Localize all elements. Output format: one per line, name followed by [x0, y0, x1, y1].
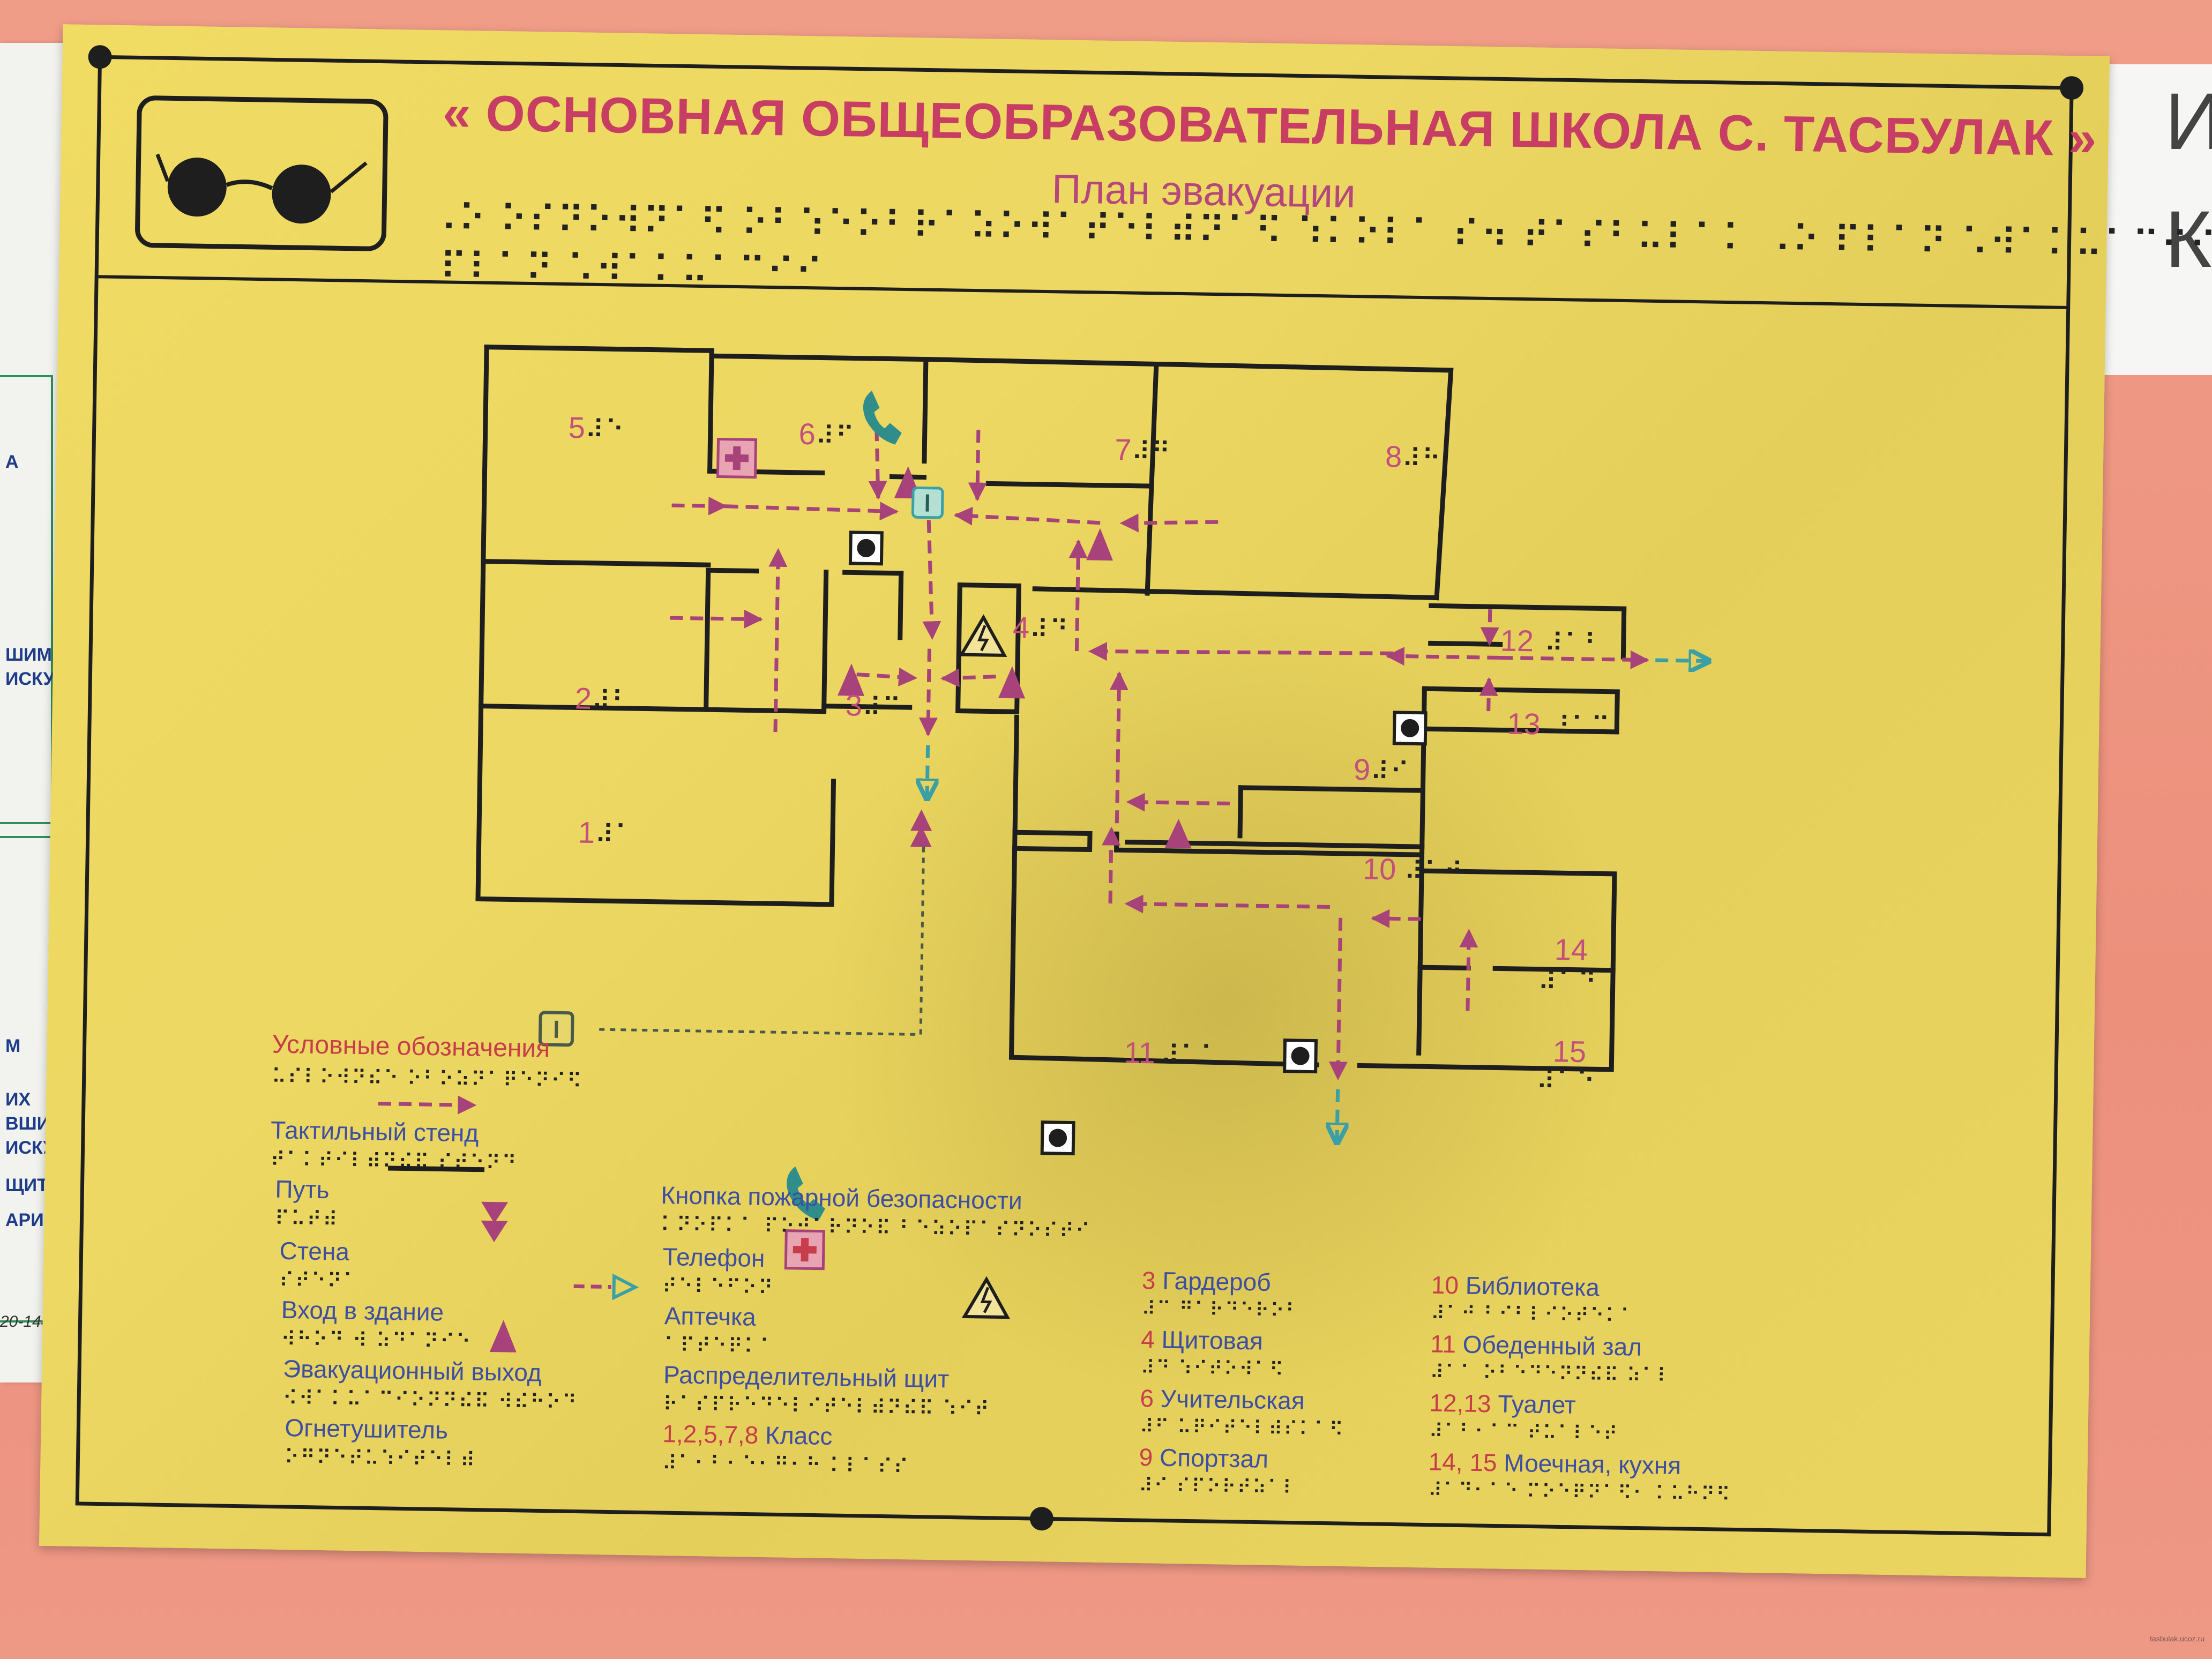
legend-heading-braille: ⠥⠎⠇⠕⠺⠝⠮⠑ ⠕⠃⠕⠵⠝⠁⠟⠑⠝⠊⠫	[271, 1064, 583, 1093]
room-list-braille: ⠼⠁⠚ ⠃⠊⠃⠇⠊⠕⠞⠑⠅⠁	[1430, 1302, 1636, 1328]
fire-button-icon	[848, 530, 1428, 1074]
mount-screw	[2060, 76, 2084, 100]
walls	[475, 345, 1627, 1072]
room-label: 1⠼⠁	[578, 815, 635, 850]
mount-screw	[1029, 1507, 1053, 1531]
room-label: 7⠼⠛	[1114, 432, 1172, 467]
legend-label-evacuation-exit: Эвакуационный выход	[282, 1354, 542, 1387]
legend-path-arrow-icon	[378, 1095, 477, 1115]
room-list-braille: ⠼⠁⠁ ⠕⠃⠑⠙⠑⠝⠝⠮⠯ ⠵⠁⠇	[1430, 1361, 1673, 1387]
room-list-item: 4 Щитовая	[1140, 1325, 1264, 1355]
left-paper-fragment: ИСКУ	[5, 669, 55, 689]
legend-label-path: Путь	[275, 1175, 330, 1204]
left-paper-fragment: ШИМ	[5, 645, 52, 665]
room-list-braille: ⠼⠙ ⠱⠊⠞⠕⠺⠁⠫	[1140, 1357, 1285, 1381]
legend-label-fire-button: Кнопка пожарной безопасности	[660, 1180, 1023, 1215]
legend-label-entrance: Вход в здание	[281, 1295, 444, 1326]
legend-electric-panel-icon	[961, 1276, 1010, 1319]
legend-label-electric-panel: Распределительный щит	[663, 1361, 950, 1393]
room-label: 14	[1554, 932, 1588, 967]
legend-label-wall: Стена	[279, 1236, 350, 1266]
evacuation-path	[670, 428, 1649, 1081]
legend-label-phone: Телефон	[662, 1243, 765, 1273]
left-paper-green-box	[0, 375, 53, 824]
room-label: 4⠼⠙	[1012, 610, 1070, 645]
evacuation-exits	[922, 649, 1709, 1149]
room-label: 8⠼⠓	[1385, 439, 1443, 474]
evacuation-plan-plaque: « ОСНОВНАЯ ОБЩЕОБРАЗОВАТЕЛЬНАЯ ШКОЛА С. …	[39, 24, 2212, 1578]
room-list-item: 9 Спортзал	[1139, 1443, 1269, 1473]
legend-heading: Условные обозначения	[272, 1030, 550, 1063]
watermark: tasbulak.ucoz.ru	[2150, 1634, 2204, 1643]
room-list-item: 11 Обеденный зал	[1430, 1329, 1642, 1361]
entrance-icon	[910, 809, 932, 847]
legend-fire-button-icon	[1040, 1120, 1075, 1156]
title-braille: ⠏⠇⠁⠝ ⠡⠺⠁⠅⠥⠁⠉⠊⠊	[439, 244, 824, 295]
extinguisher-icon	[838, 466, 1192, 849]
legend-braille: ⠼⠁⠂⠃⠂⠑⠂⠛⠂⠓ ⠅⠇⠁⠎⠎	[662, 1451, 910, 1479]
room-braille: ⠼⠁⠙	[1537, 966, 1598, 998]
room-list-item: 12,13 Туалет	[1429, 1388, 1576, 1419]
room-label: 12⠼⠁⠃	[1500, 623, 1604, 659]
room-list-item: 6 Учительская	[1140, 1384, 1305, 1415]
blind-glasses-logo	[135, 95, 388, 251]
legend-braille: ⠞⠑⠇⠑⠋⠕⠝	[662, 1274, 774, 1300]
legend-braille: ⠏⠥⠞⠾	[274, 1206, 339, 1231]
room-list-item: 14, 15 Моечная, кухня	[1428, 1447, 1682, 1479]
legend-phone-icon	[787, 1166, 825, 1221]
legend-first-aid-icon	[784, 1229, 825, 1271]
room-label: 2⠼⠃	[574, 681, 632, 716]
legend-extinguisher-icon	[489, 1320, 517, 1352]
room-label: 3⠼⠉	[845, 688, 902, 723]
room-label: 5⠼⠑	[568, 410, 625, 445]
legend-tactile-stand-icon	[538, 1011, 574, 1047]
header-divider	[96, 275, 2068, 310]
left-paper-fragment: ИХ	[5, 1089, 31, 1110]
legend-braille: ⠞⠁⠅⠞⠊⠇⠾⠝⠮⠯ ⠎⠞⠑⠝⠙	[270, 1147, 518, 1175]
plaque-frame	[75, 55, 2074, 1537]
room-list-braille: ⠼⠁⠃⠂⠁⠉ ⠞⠥⠁⠇⠑⠞	[1429, 1420, 1619, 1446]
room-list-item: 10 Библиотека	[1431, 1271, 1600, 1302]
room-list-item: 3 Гардероб	[1141, 1266, 1272, 1296]
floor-plan-drawing	[75, 45, 2084, 1537]
legend-label-extinguisher: Огнетушитель	[285, 1414, 449, 1444]
room-label: 11⠼⠁⠁	[1124, 1035, 1221, 1071]
legend-braille: ⠁⠏⠞⠑⠟⠅⠁	[663, 1333, 776, 1359]
legend-label-tactile-stand: Тактильный стенд	[270, 1116, 479, 1147]
room-list-braille: ⠼⠊ ⠎⠏⠕⠗⠞⠵⠁⠇	[1138, 1475, 1298, 1499]
left-paper-fragment: М	[5, 1036, 21, 1056]
room-label: 13⠼⠁⠉	[1506, 706, 1611, 742]
tactile-stand-icon	[911, 486, 944, 519]
room-label: 15	[1552, 1034, 1587, 1069]
electric-panel-icon	[959, 614, 1007, 657]
left-paper-fragment: A	[5, 452, 19, 472]
phone-icon	[863, 390, 902, 445]
legend-braille: ⠪⠺⠁⠅⠥⠁⠉⠊⠕⠝⠝⠮⠯ ⠺⠮⠓⠕⠙	[282, 1386, 578, 1415]
legend-label-first-aid: Аптечка	[664, 1302, 757, 1331]
room-label: 9⠼⠊	[1353, 752, 1410, 787]
right-paper-fragment: К	[2165, 194, 2212, 284]
right-paper-fragment: И	[2165, 76, 2212, 166]
legend-label-classes: 1,2,5,7,8 Класс	[662, 1419, 833, 1451]
legend-braille: ⠕⠛⠝⠑⠞⠥⠱⠊⠞⠑⠇⠾	[284, 1445, 476, 1472]
legend-entrance-icon	[481, 1201, 509, 1243]
room-label: 6⠼⠋	[798, 416, 856, 452]
legend-braille: ⠎⠞⠑⠝⠁	[279, 1268, 360, 1294]
mount-screw	[88, 45, 112, 69]
room-label: 10⠼⠁⠚	[1362, 851, 1464, 887]
room-braille: ⠼⠁⠑	[1536, 1065, 1596, 1097]
legend-braille: ⠺⠓⠕⠙ ⠺ ⠵⠙⠁⠝⠊⠑	[280, 1327, 472, 1354]
legend-evacuation-exit-icon	[573, 1273, 639, 1301]
room-list-braille: ⠼⠉ ⠛⠁⠗⠙⠑⠗⠕⠃	[1141, 1298, 1301, 1322]
legend-wall-line-icon	[388, 1165, 485, 1172]
right-paper-sheet: И К	[2090, 64, 2212, 375]
room-list-braille: ⠼⠋ ⠥⠟⠊⠞⠑⠇⠾⠎⠅⠁⠫	[1139, 1416, 1345, 1441]
tactile-stand-link	[599, 841, 925, 1036]
first-aid-icon	[716, 437, 758, 479]
